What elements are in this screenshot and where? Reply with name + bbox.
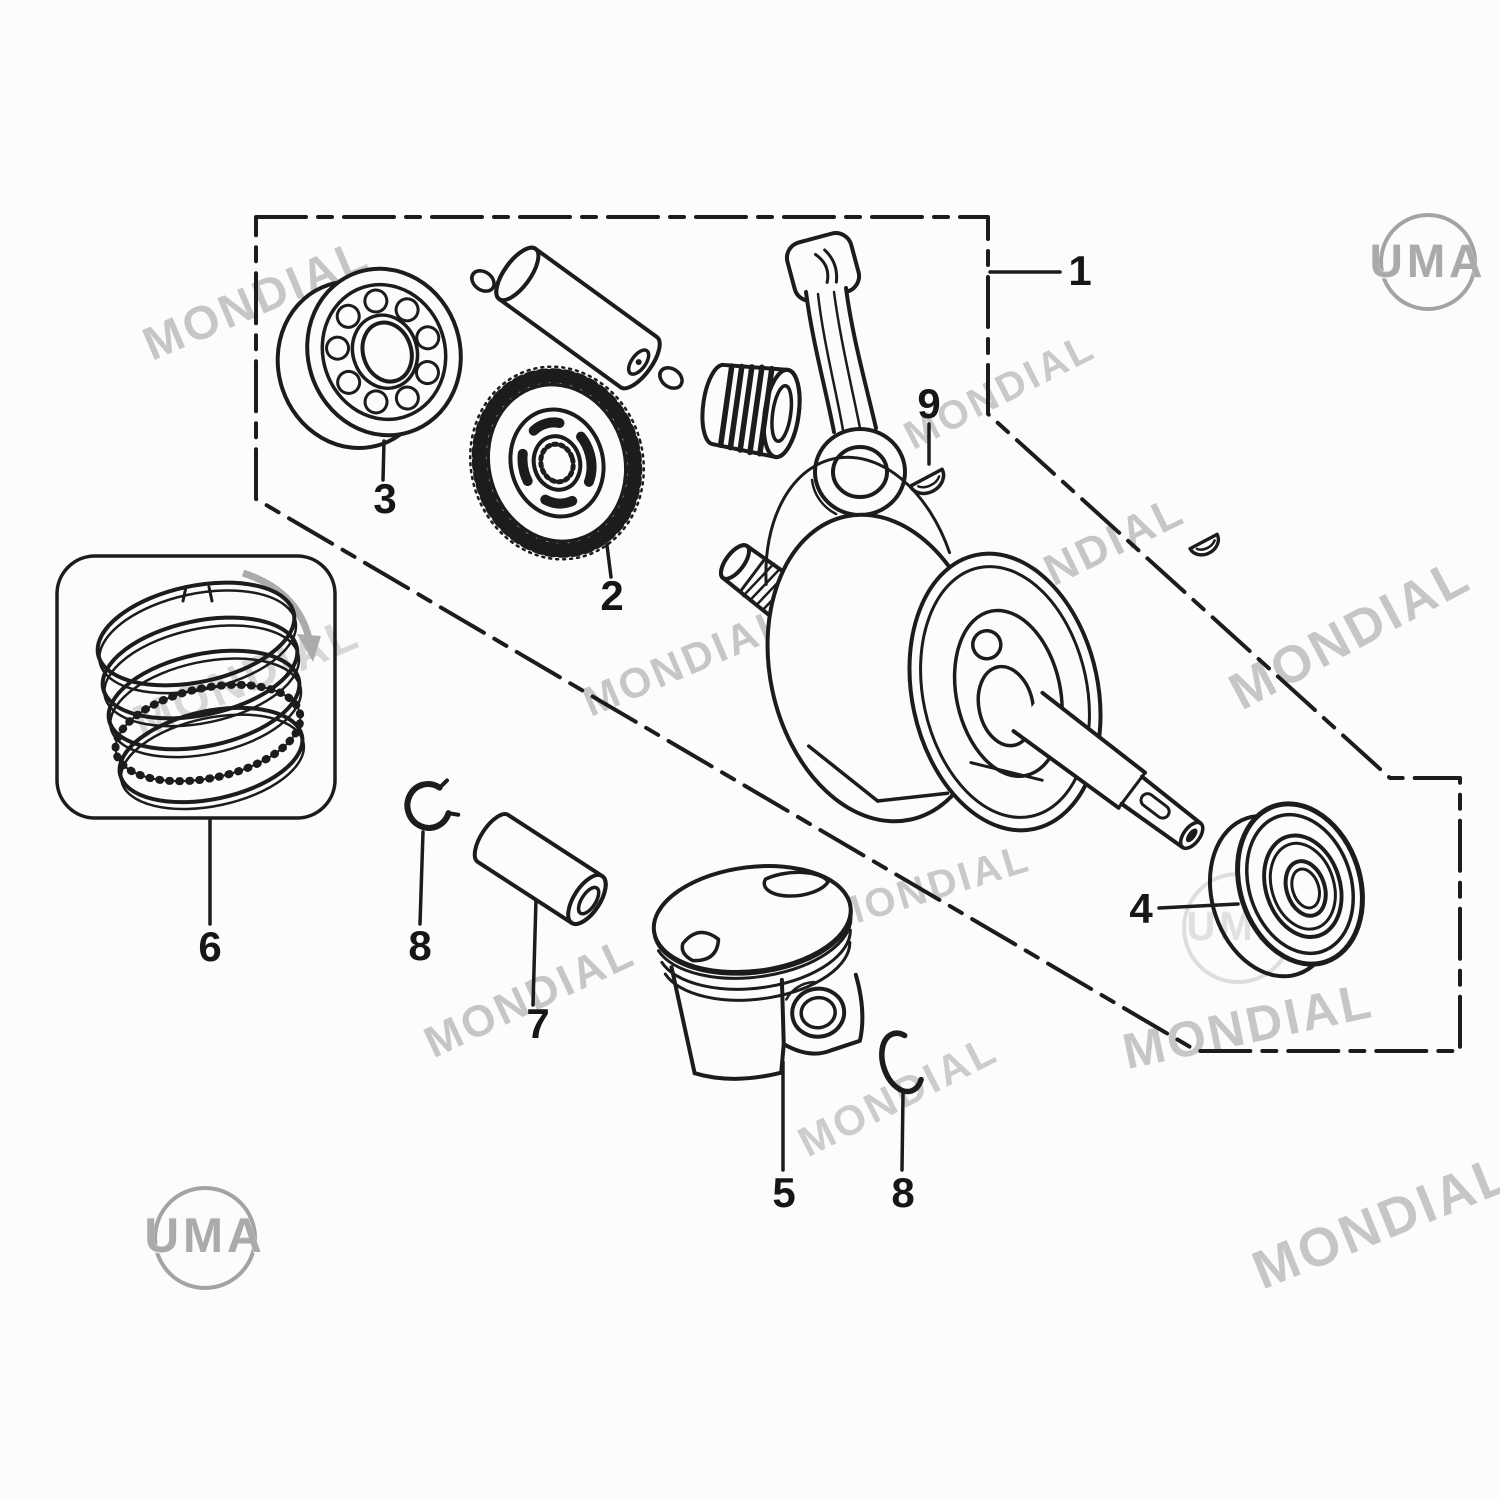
part-label-4: 4	[1129, 885, 1153, 932]
main-bearing-right	[1207, 801, 1365, 979]
oil-ring-beads	[111, 680, 305, 786]
circlip-a	[404, 778, 461, 831]
uma-logo-text: UMA	[1369, 235, 1487, 288]
crank-pin	[494, 245, 662, 391]
part-label-3: 3	[373, 475, 397, 522]
dashed-boundary	[254, 215, 1462, 1053]
woodruff-key-b	[1188, 532, 1221, 557]
leader-part-7	[531, 897, 538, 1007]
woodruff-key-a	[908, 467, 946, 496]
part-label-7: 7	[526, 1000, 550, 1047]
uma-logo-text: UMA	[144, 1210, 266, 1264]
crankshaft-assembly	[718, 455, 1205, 851]
leader-lines	[208, 270, 1240, 1172]
part-label-6: 6	[198, 923, 222, 970]
piston	[651, 864, 865, 1081]
uma-logo-circle	[153, 1186, 257, 1290]
part-label-2: 2	[600, 572, 624, 619]
piston-pin	[472, 812, 608, 927]
small-dowel-b	[658, 366, 684, 390]
connecting-rod	[784, 231, 907, 517]
part-label-8: 8	[891, 1169, 915, 1216]
conrod-needle-bearing	[700, 362, 802, 460]
valve-pocket-right	[762, 870, 831, 898]
leader-part-8b	[900, 1092, 905, 1172]
small-dowel-a	[470, 269, 496, 293]
part-label-5: 5	[772, 1169, 796, 1216]
part-label-1: 1	[1068, 247, 1092, 294]
primary-drive-gear	[468, 365, 646, 561]
main-bearing-left	[275, 266, 463, 451]
uma-logo-circle	[1379, 213, 1477, 311]
part-label-8: 8	[408, 922, 432, 969]
leader-part-3	[381, 439, 386, 482]
circlip-b	[879, 1030, 924, 1095]
piston-ring-set	[55, 554, 337, 820]
valve-pocket-left	[680, 930, 721, 963]
ring-orientation-arrow	[297, 634, 321, 662]
leader-part-4	[1157, 902, 1240, 910]
leader-part-8a	[418, 830, 425, 926]
part-label-9: 9	[917, 380, 941, 427]
